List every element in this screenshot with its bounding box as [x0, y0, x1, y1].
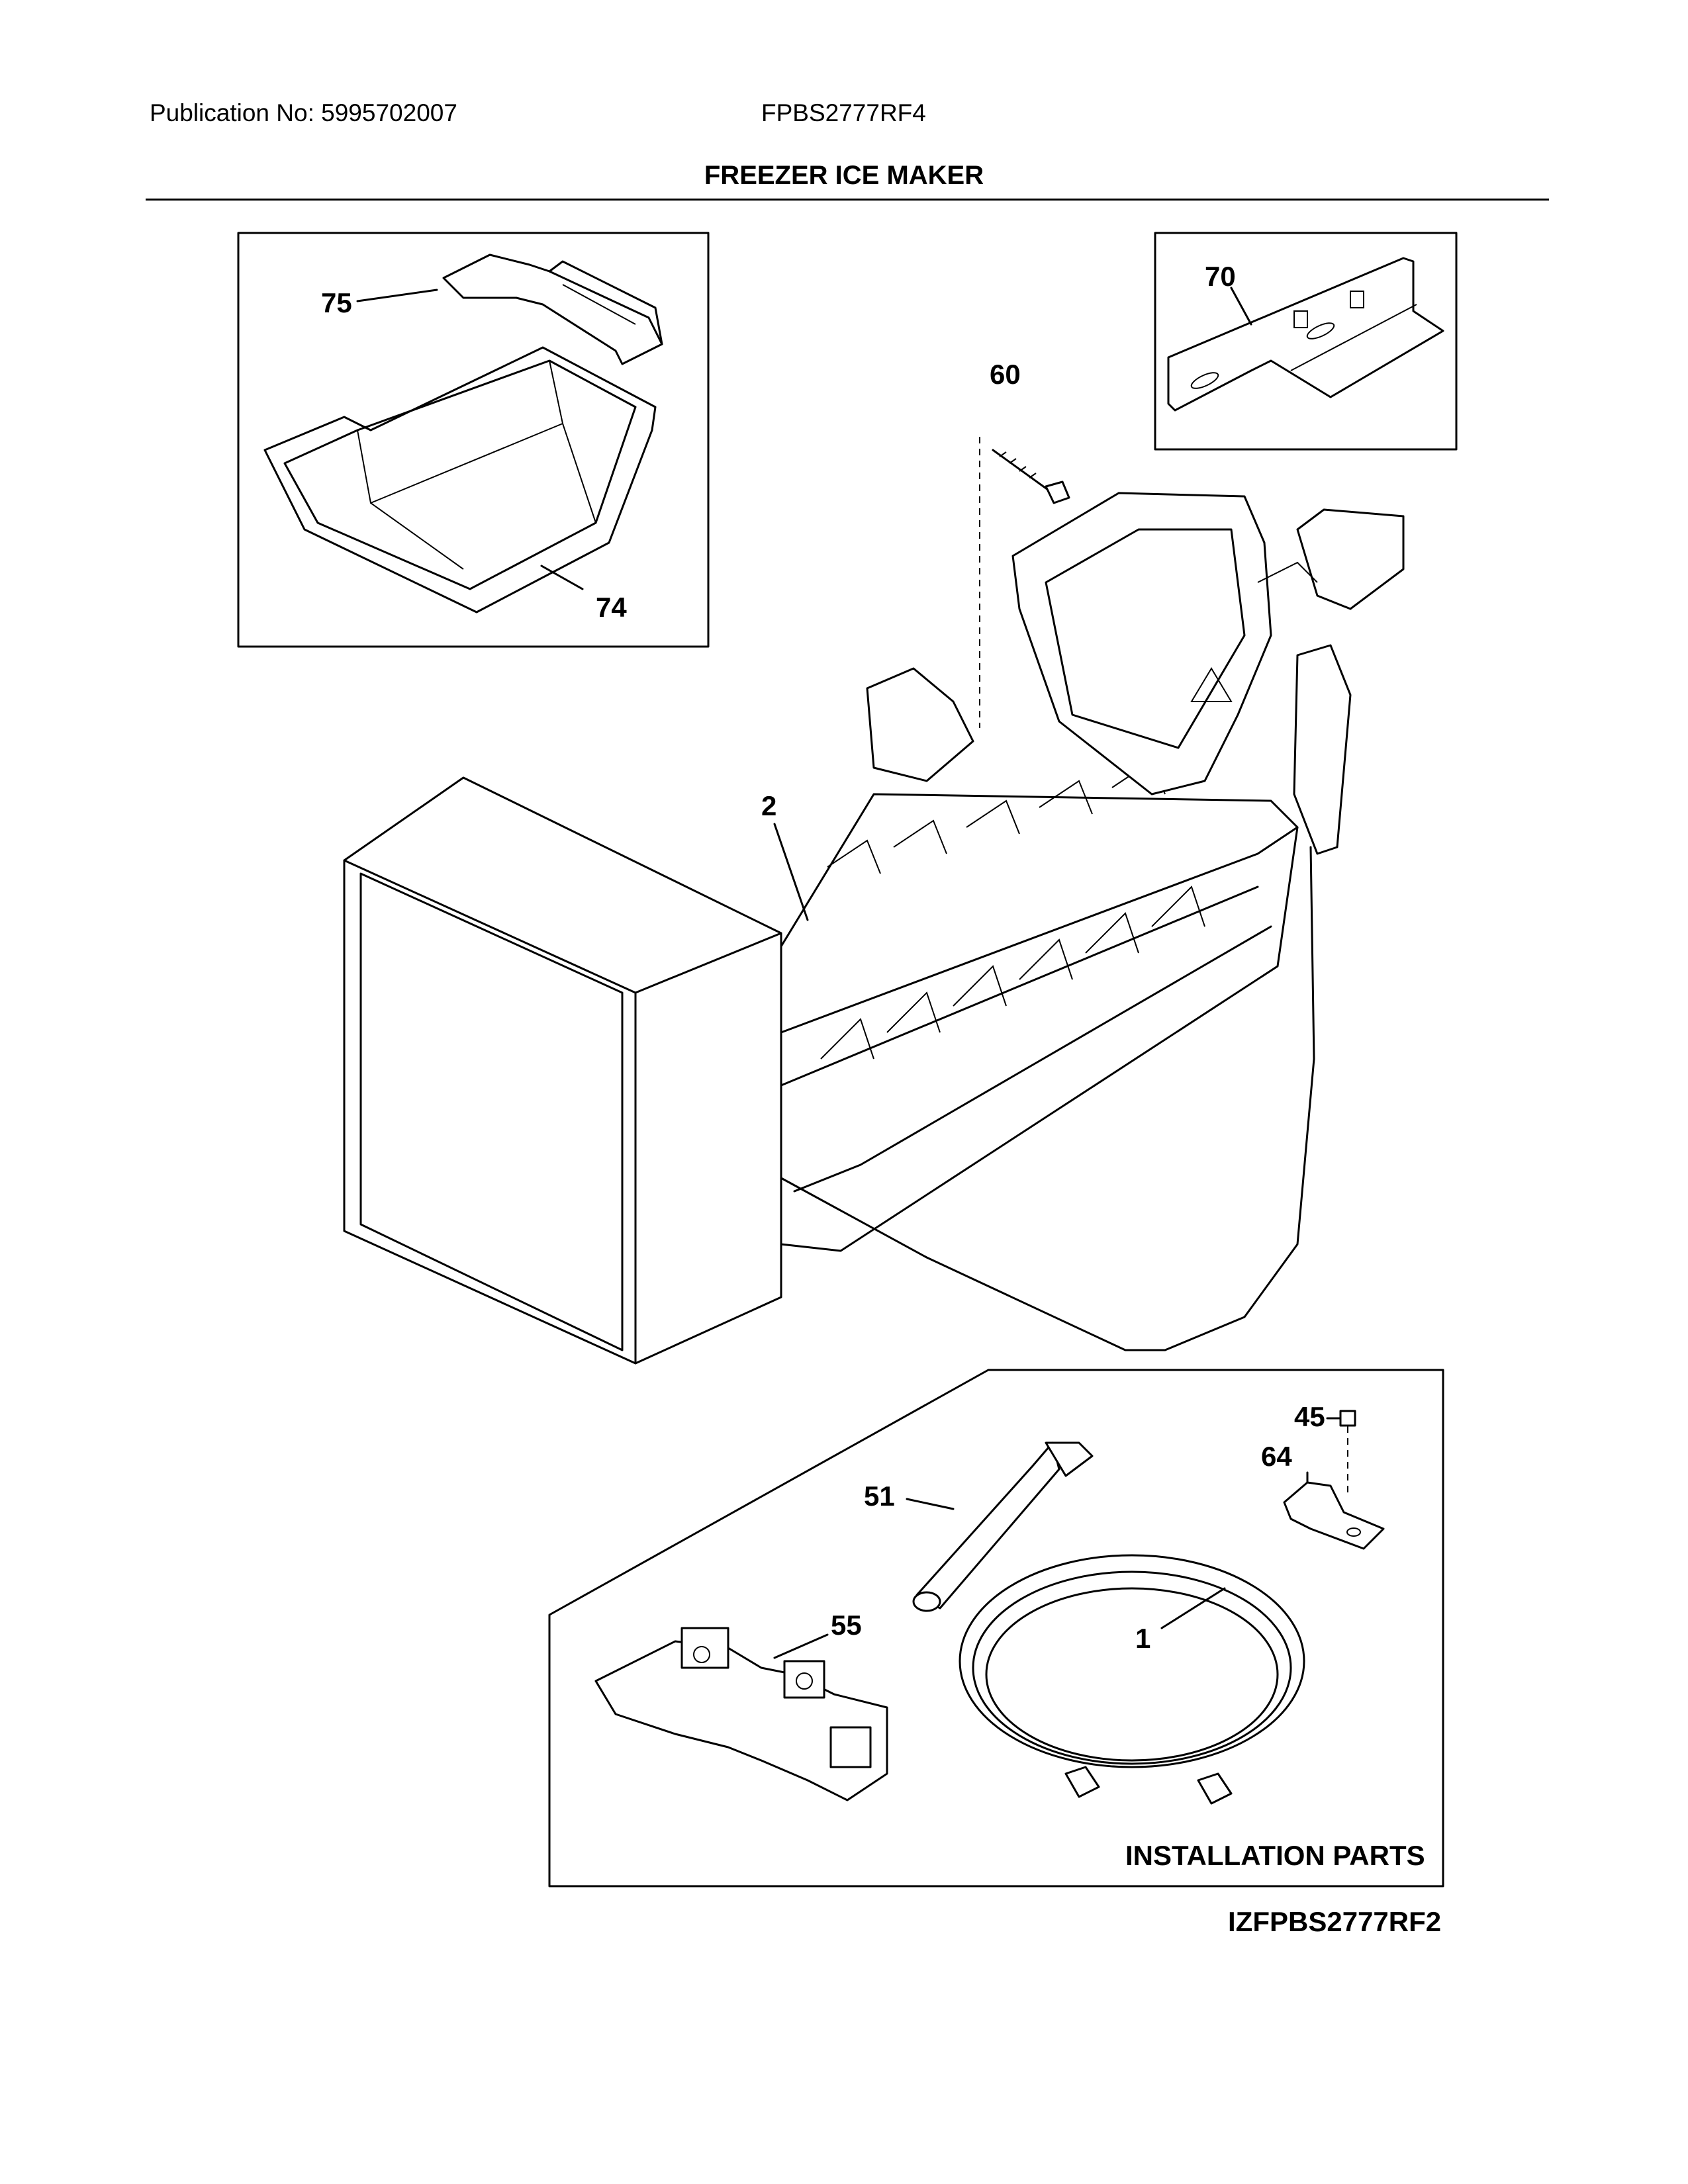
mounting-bracket-drawing — [1167, 257, 1444, 412]
callout-51: 51 — [864, 1480, 895, 1512]
ice-bucket-drawing — [263, 346, 657, 614]
bucket-cover-drawing — [356, 253, 663, 365]
installation-parts-frame — [548, 1369, 1444, 1888]
publication-number: Publication No: 5995702007 — [150, 99, 457, 126]
page-title: FREEZER ICE MAKER — [704, 161, 984, 190]
bracket-inset-frame — [1154, 232, 1458, 451]
callout-2-leader — [773, 823, 809, 921]
callout-45: 45 — [1294, 1401, 1325, 1432]
callout-64: 64 — [1261, 1441, 1292, 1472]
water-valve-55-drawing — [594, 1627, 888, 1801]
diagram-code: IZFPBS2777RF2 — [1228, 1906, 1442, 1937]
screw-45-drawing — [1326, 1410, 1356, 1496]
installation-parts-label: INSTALLATION PARTS — [1125, 1840, 1425, 1871]
bucket-inset-frame — [237, 232, 710, 648]
callout-70: 70 — [1205, 261, 1236, 292]
callout-75: 75 — [321, 287, 352, 318]
ice-maker-assembly-drawing — [343, 492, 1405, 1365]
callout-2: 2 — [761, 790, 776, 821]
model-number: FPBS2777RF4 — [761, 99, 926, 126]
fill-tube-51-drawing — [906, 1441, 1094, 1612]
title-rule — [146, 199, 1549, 201]
callout-1: 1 — [1135, 1623, 1150, 1654]
callout-60: 60 — [990, 359, 1021, 390]
clamp-64-drawing — [1283, 1471, 1385, 1550]
callout-74: 74 — [596, 592, 627, 623]
water-tube-1-drawing — [959, 1554, 1305, 1805]
screw-drawing — [979, 437, 1070, 728]
callout-55: 55 — [831, 1610, 862, 1641]
